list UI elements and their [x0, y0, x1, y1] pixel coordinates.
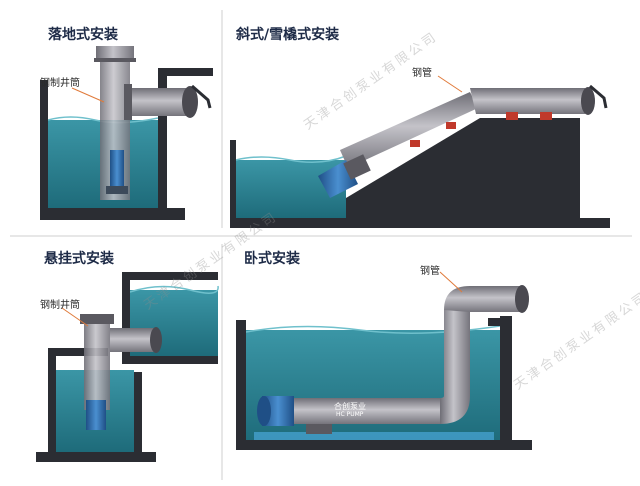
floor-casing-label: 钢制井筒	[40, 78, 80, 89]
inclined-pipe-label: 钢管	[412, 68, 432, 79]
floor-install-title: 落地式安装	[48, 27, 118, 43]
horizontal-pipe-label: 钢管	[420, 266, 440, 277]
inclined-install-figure	[230, 75, 610, 228]
horizontal-install-title: 卧式安装	[244, 251, 300, 267]
pump-brand-sub: HC PUMP	[336, 411, 364, 418]
floor-install-figure	[40, 46, 213, 220]
horizontal-install-figure	[236, 271, 532, 450]
hanging-casing-label: 钢制井筒	[40, 300, 80, 311]
inclined-install-title: 斜式/雪橇式安装	[236, 27, 340, 43]
hanging-install-title: 悬挂式安装	[44, 251, 114, 267]
hanging-install-figure	[36, 272, 219, 462]
pump-brand-label: 合创泵业	[334, 402, 366, 411]
